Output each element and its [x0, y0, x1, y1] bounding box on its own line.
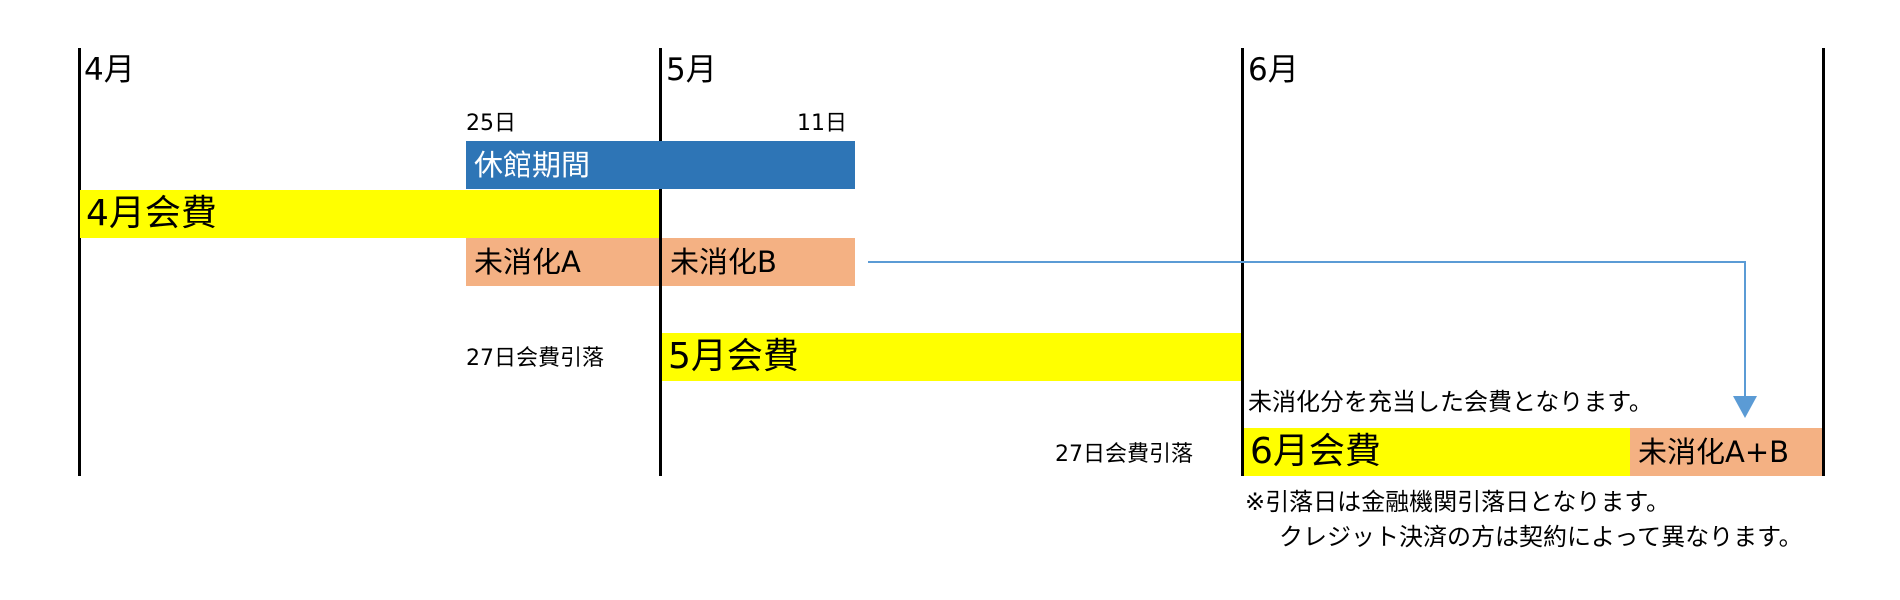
closure-start-date: 25日 [466, 111, 516, 136]
april-divider [78, 48, 81, 476]
carryover-arrow-line [868, 261, 1746, 397]
unused-a-bar: 未消化A [466, 238, 659, 286]
june-fee-bar: 6月会費 [1244, 428, 1630, 476]
may-divider [659, 48, 662, 476]
closure-period-bar: 休館期間 [466, 141, 855, 189]
closure-end-date: 11日 [797, 111, 847, 136]
june-debit-label: 27日会費引落 [1055, 442, 1193, 467]
april-fee-bar: 4月会費 [80, 190, 659, 238]
month-label-april: 4月 [84, 52, 135, 88]
footnote-line-2: クレジット決済の方は契約によって異なります。 [1279, 523, 1803, 551]
month-label-may: 5月 [666, 52, 717, 88]
footnote-line-1: ※引落日は金融機関引落日となります。 [1245, 488, 1670, 516]
july-divider [1822, 48, 1825, 476]
applied-fee-note: 未消化分を充当した会費となります。 [1248, 388, 1653, 416]
unused-b-bar: 未消化B [662, 238, 855, 286]
may-debit-label: 27日会費引落 [466, 346, 604, 371]
carryover-arrow-head [1733, 396, 1757, 418]
may-fee-bar: 5月会費 [662, 333, 1241, 381]
unused-ab-bar: 未消化A+B [1630, 428, 1822, 476]
month-label-june: 6月 [1248, 52, 1299, 88]
